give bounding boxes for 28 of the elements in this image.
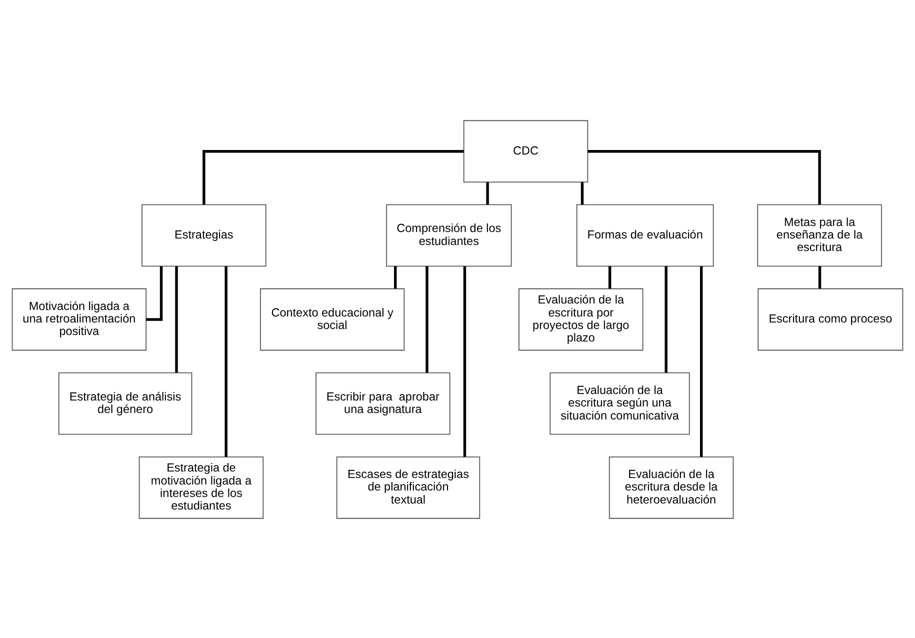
node-box: Escritura como proceso	[758, 288, 904, 350]
node-box: Motivación ligada a una retroalimentación positiva	[12, 288, 147, 350]
connector	[580, 182, 584, 204]
node-box: Metas para la enseñanza de la escritura	[757, 204, 882, 266]
node-box: Estrategia de análisis del género	[58, 372, 192, 434]
node-box: Evaluación de la escritura por proyectos de largo plazo	[518, 288, 644, 350]
node-box: Formas de evaluación	[576, 204, 714, 266]
connector	[394, 266, 397, 288]
connector	[818, 266, 822, 288]
connector	[202, 150, 464, 204]
node-box: Escribir para aprobar una asignatura	[316, 372, 450, 434]
connector	[426, 266, 428, 372]
connector	[608, 266, 612, 288]
node-box: Evaluación de la escritura según una situación comunicativa	[550, 372, 690, 434]
connector	[588, 150, 821, 204]
node-box: Evaluación de la escritura desde la heteroevaluación	[608, 456, 734, 518]
connector	[664, 266, 668, 372]
node-box: Estrategia de motivación ligada a intereses de los estudiantes	[138, 456, 264, 518]
connector	[175, 266, 178, 372]
node-box: CDC	[463, 120, 588, 182]
connector	[486, 182, 489, 204]
node-box: Estrategias	[142, 204, 266, 266]
node-box: Contexto educacional y social	[260, 288, 405, 350]
connector	[700, 266, 703, 456]
connector	[463, 266, 466, 456]
node-box: Comprensión de los estudiantes	[386, 204, 512, 266]
node-box: Escases de estrategias de planificación textual	[336, 456, 480, 518]
connector	[224, 266, 228, 456]
